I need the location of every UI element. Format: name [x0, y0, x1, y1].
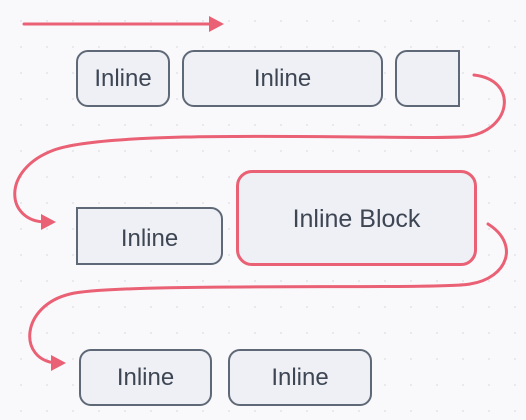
inline-block-box: Inline Block [236, 170, 477, 266]
inline-box-label: Inline [120, 225, 179, 252]
wrap-arrow-1 [13, 73, 506, 224]
inline-box-label: Inline [253, 64, 312, 92]
inline-box-row1-1: Inline [76, 50, 170, 107]
inline-box-label: Inline [94, 64, 152, 92]
wrap-arrow-1-head [41, 214, 56, 230]
inline-box-row2-continuation: Inline [76, 207, 223, 265]
inline-box-row3-1: Inline [79, 349, 212, 406]
start-arrow-head [209, 16, 224, 32]
wrap-arrow-2 [28, 222, 508, 365]
inline-box-label: Inline [271, 363, 329, 391]
inline-block-label: Inline Block [292, 205, 421, 233]
inline-box-row1-2: Inline [182, 50, 383, 107]
inline-box-row1-fragment [395, 50, 460, 107]
inline-box-label: Inline [116, 363, 175, 391]
inline-box-row3-2: Inline [228, 349, 372, 406]
wrap-arrow-2-head [51, 355, 66, 371]
